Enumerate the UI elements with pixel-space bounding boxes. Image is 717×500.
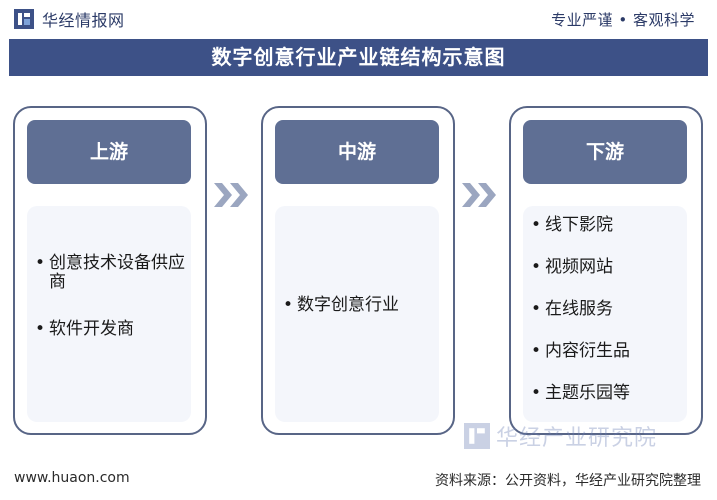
panel-body-downstream: • 线下影院 • 视频网站 • 在线服务 • 内容衍生品 • 主题乐园等 <box>523 206 687 422</box>
slogan: 专业严谨 • 客观科学 <box>551 11 695 29</box>
list-item: • 视频网站 <box>531 257 613 277</box>
bullet-icon: • <box>531 341 542 361</box>
footer: www.huaon.com 资料来源：公开资料，华经产业研究院整理 <box>0 462 717 500</box>
logo-text: 华经情报网 <box>42 11 125 30</box>
double-chevron-right-icon <box>214 183 248 207</box>
panel-body-upstream: • 创意技术设备供应商 • 软件开发商 <box>27 206 191 422</box>
panel-midstream: 中游 • 数字创意行业 <box>261 106 455 435</box>
list-item: • 软件开发商 <box>35 319 134 339</box>
item-list-downstream: • 线下影院 • 视频网站 • 在线服务 • 内容衍生品 • 主题乐园等 <box>523 216 687 403</box>
watermark-logo-icon <box>464 423 490 449</box>
bullet-icon: • <box>531 383 542 403</box>
panel-upstream: 上游 • 创意技术设备供应商 • 软件开发商 <box>13 106 207 435</box>
panel-header-midstream: 中游 <box>275 120 439 184</box>
bullet-icon: • <box>531 257 542 277</box>
double-chevron-right-icon <box>462 183 496 207</box>
list-item: • 内容衍生品 <box>531 341 630 361</box>
list-item: • 主题乐园等 <box>531 383 630 403</box>
logo: 华经情报网 <box>14 7 125 31</box>
list-item: • 数字创意行业 <box>283 295 399 315</box>
bullet-icon: • <box>35 253 46 273</box>
panel-header-downstream: 下游 <box>523 120 687 184</box>
list-item: • 在线服务 <box>531 299 613 319</box>
footer-source: 资料来源：公开资料，华经产业研究院整理 <box>435 473 701 489</box>
top-bar: 华经情报网 专业严谨 • 客观科学 <box>0 0 717 34</box>
panel-body-midstream: • 数字创意行业 <box>275 206 439 422</box>
list-item: • 创意技术设备供应商 <box>35 253 185 292</box>
bullet-icon: • <box>531 215 542 235</box>
watermark: 华经产业研究院 <box>464 420 657 452</box>
item-list-upstream: • 创意技术设备供应商 • 软件开发商 <box>27 254 191 339</box>
bullet-icon: • <box>531 299 542 319</box>
item-list-midstream: • 数字创意行业 <box>275 296 439 315</box>
panel-header-upstream: 上游 <box>27 120 191 184</box>
footer-url[interactable]: www.huaon.com <box>14 470 130 486</box>
logo-icon <box>14 9 34 29</box>
list-item: • 线下影院 <box>531 215 613 235</box>
bullet-icon: • <box>35 319 46 339</box>
watermark-text: 华经产业研究院 <box>496 426 658 451</box>
bullet-icon: • <box>283 295 294 315</box>
panel-downstream: 下游 • 线下影院 • 视频网站 • 在线服务 • 内容衍生品 • 主题乐园等 <box>509 106 703 435</box>
diagram-title: 数字创意行业产业链结构示意图 <box>9 39 708 76</box>
